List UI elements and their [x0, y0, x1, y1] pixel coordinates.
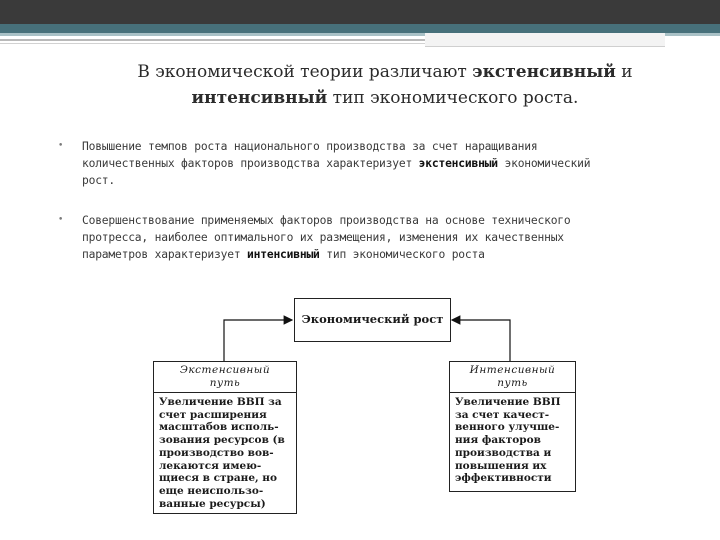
description-line: эффективности	[455, 472, 552, 485]
right-connector-arrow	[450, 315, 511, 361]
extensive-path-title: Экстенсивный путь	[154, 364, 296, 390]
accent-stripe	[0, 24, 720, 33]
extensive-path-description: Увеличение ВВП за счет расширения масшта…	[159, 396, 295, 510]
description-line: производство вов-	[159, 446, 274, 459]
title-line2-bold: интенсивный	[191, 88, 328, 108]
bullet-line-suffix: экономический	[497, 157, 591, 170]
bullet-line: количественных факторов производства хар…	[82, 155, 672, 172]
description-line: повышения их	[455, 459, 547, 472]
top-dark-bar	[0, 0, 720, 24]
bullet-line-prefix: количественных факторов производства хар…	[82, 157, 419, 170]
bullet-line-prefix: параметров характеризует	[82, 248, 248, 261]
bullet-line: параметров характеризует интенсивный тип…	[82, 246, 672, 263]
description-line: ния факторов	[455, 434, 541, 447]
intensive-path-description: Увеличение ВВП за счет качест- венного у…	[455, 396, 573, 485]
intensive-path-title: Интенсивный путь	[450, 364, 575, 390]
intensive-path-header: Интенсивный путь	[450, 362, 575, 393]
bullet-text: Совершенствование применяемых факторов п…	[82, 212, 672, 263]
bullet-line: протресса, наиболее оптимального их разм…	[82, 231, 564, 244]
bullet-marker: •	[58, 215, 64, 225]
header-rule	[0, 39, 665, 41]
description-line: щиеся в стране, но	[159, 472, 277, 485]
title-line1-prefix: В экономической теории различают	[137, 62, 473, 82]
bullet-text: Повышение темпов роста национального про…	[82, 138, 672, 189]
title-line1-suffix: и	[615, 62, 633, 82]
description-line: масштабов исполь-	[159, 421, 279, 434]
extensive-header-line: Экстенсивный	[179, 364, 271, 376]
title-line1-bold: экстенсивный	[472, 62, 616, 82]
description-line: за счет качест-	[455, 408, 550, 421]
bullet-bold-term: интенсивный	[247, 248, 320, 261]
description-line: зования ресурсов (в	[159, 434, 285, 447]
intensive-header-line: путь	[497, 377, 528, 389]
description-line: венного улучше-	[455, 421, 560, 434]
description-line: ванные ресурсы)	[159, 497, 266, 510]
header-rule-thin	[0, 43, 665, 44]
description-line: еще неиспользо-	[159, 484, 264, 497]
title-line-2: интенсивный тип экономического роста.	[100, 85, 670, 111]
title-line2-suffix: тип экономического роста.	[327, 88, 579, 108]
slide-title: В экономической теории различают экстенс…	[100, 59, 670, 111]
header-edge	[665, 36, 720, 48]
description-line: лекаются имею-	[159, 459, 262, 472]
extensive-path-header: Экстенсивный путь	[154, 362, 296, 393]
bullet-line: Совершенствование применяемых факторов п…	[82, 214, 571, 227]
light-stripe	[0, 33, 720, 36]
bullet-marker: •	[58, 141, 64, 151]
bullet-line: Повышение темпов роста национального про…	[82, 140, 538, 153]
description-line: Увеличение ВВП за	[159, 396, 282, 408]
intensive-path-box: Интенсивный путь Увеличение ВВП за счет …	[449, 361, 576, 492]
left-connector-arrow	[223, 315, 294, 361]
description-line: Увеличение ВВП	[455, 396, 561, 408]
title-line-1: В экономической теории различают экстенс…	[100, 59, 670, 85]
center-box-label: Экономический рост	[301, 312, 444, 326]
description-line: счет расширения	[159, 408, 267, 421]
bullet-bold-term: экстенсивный	[418, 157, 498, 170]
intensive-header-line: Интенсивный	[469, 364, 556, 376]
bullet-line: рост.	[82, 174, 116, 187]
center-box: Экономический рост	[294, 298, 451, 342]
description-line: производства и	[455, 446, 552, 459]
extensive-path-box: Экстенсивный путь Увеличение ВВП за счет…	[153, 361, 297, 514]
header-tab	[425, 33, 665, 47]
bullet-line-suffix: тип экономического роста	[319, 248, 485, 261]
extensive-header-line: путь	[209, 377, 241, 389]
